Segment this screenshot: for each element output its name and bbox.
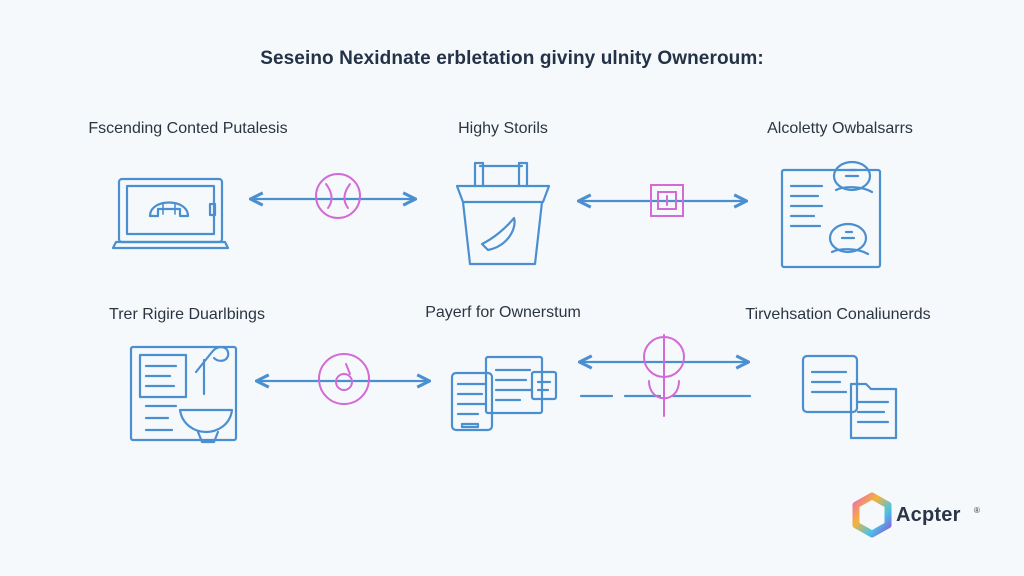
logo-text: Acpter	[896, 504, 961, 526]
page-title: Seseino Nexidnate erbletation giviny uln…	[260, 48, 764, 69]
circle-split-icon	[643, 334, 685, 417]
document-people-icon	[780, 160, 882, 269]
node-label-1: Fscending Conted Putalesis	[88, 120, 288, 137]
laptop-icon	[111, 177, 230, 250]
square-frame-icon	[650, 184, 684, 217]
node-label-4: Trer Rigire Duarlbings	[109, 306, 265, 323]
node-label-6: Tirvehsation Conaliunerds	[745, 306, 931, 323]
bucket-icon	[455, 161, 551, 266]
brand-logo: Acpter ®	[850, 492, 990, 540]
document-plumbing-icon	[129, 345, 238, 444]
node-label-3: Alcoletty Owbalsarrs	[767, 120, 913, 137]
circle-dot-icon	[318, 353, 370, 405]
node-label-2: Highy Storils	[458, 120, 548, 137]
hexagon-logo-icon	[852, 492, 892, 538]
logo-trademark: ®	[974, 506, 980, 515]
circle-x-icon	[315, 173, 361, 219]
folders-icon	[801, 354, 898, 440]
node-label-5: Payerf for Ownerstum	[425, 304, 581, 321]
connector-arrows	[252, 199, 752, 398]
tablet-documents-icon	[450, 355, 558, 432]
